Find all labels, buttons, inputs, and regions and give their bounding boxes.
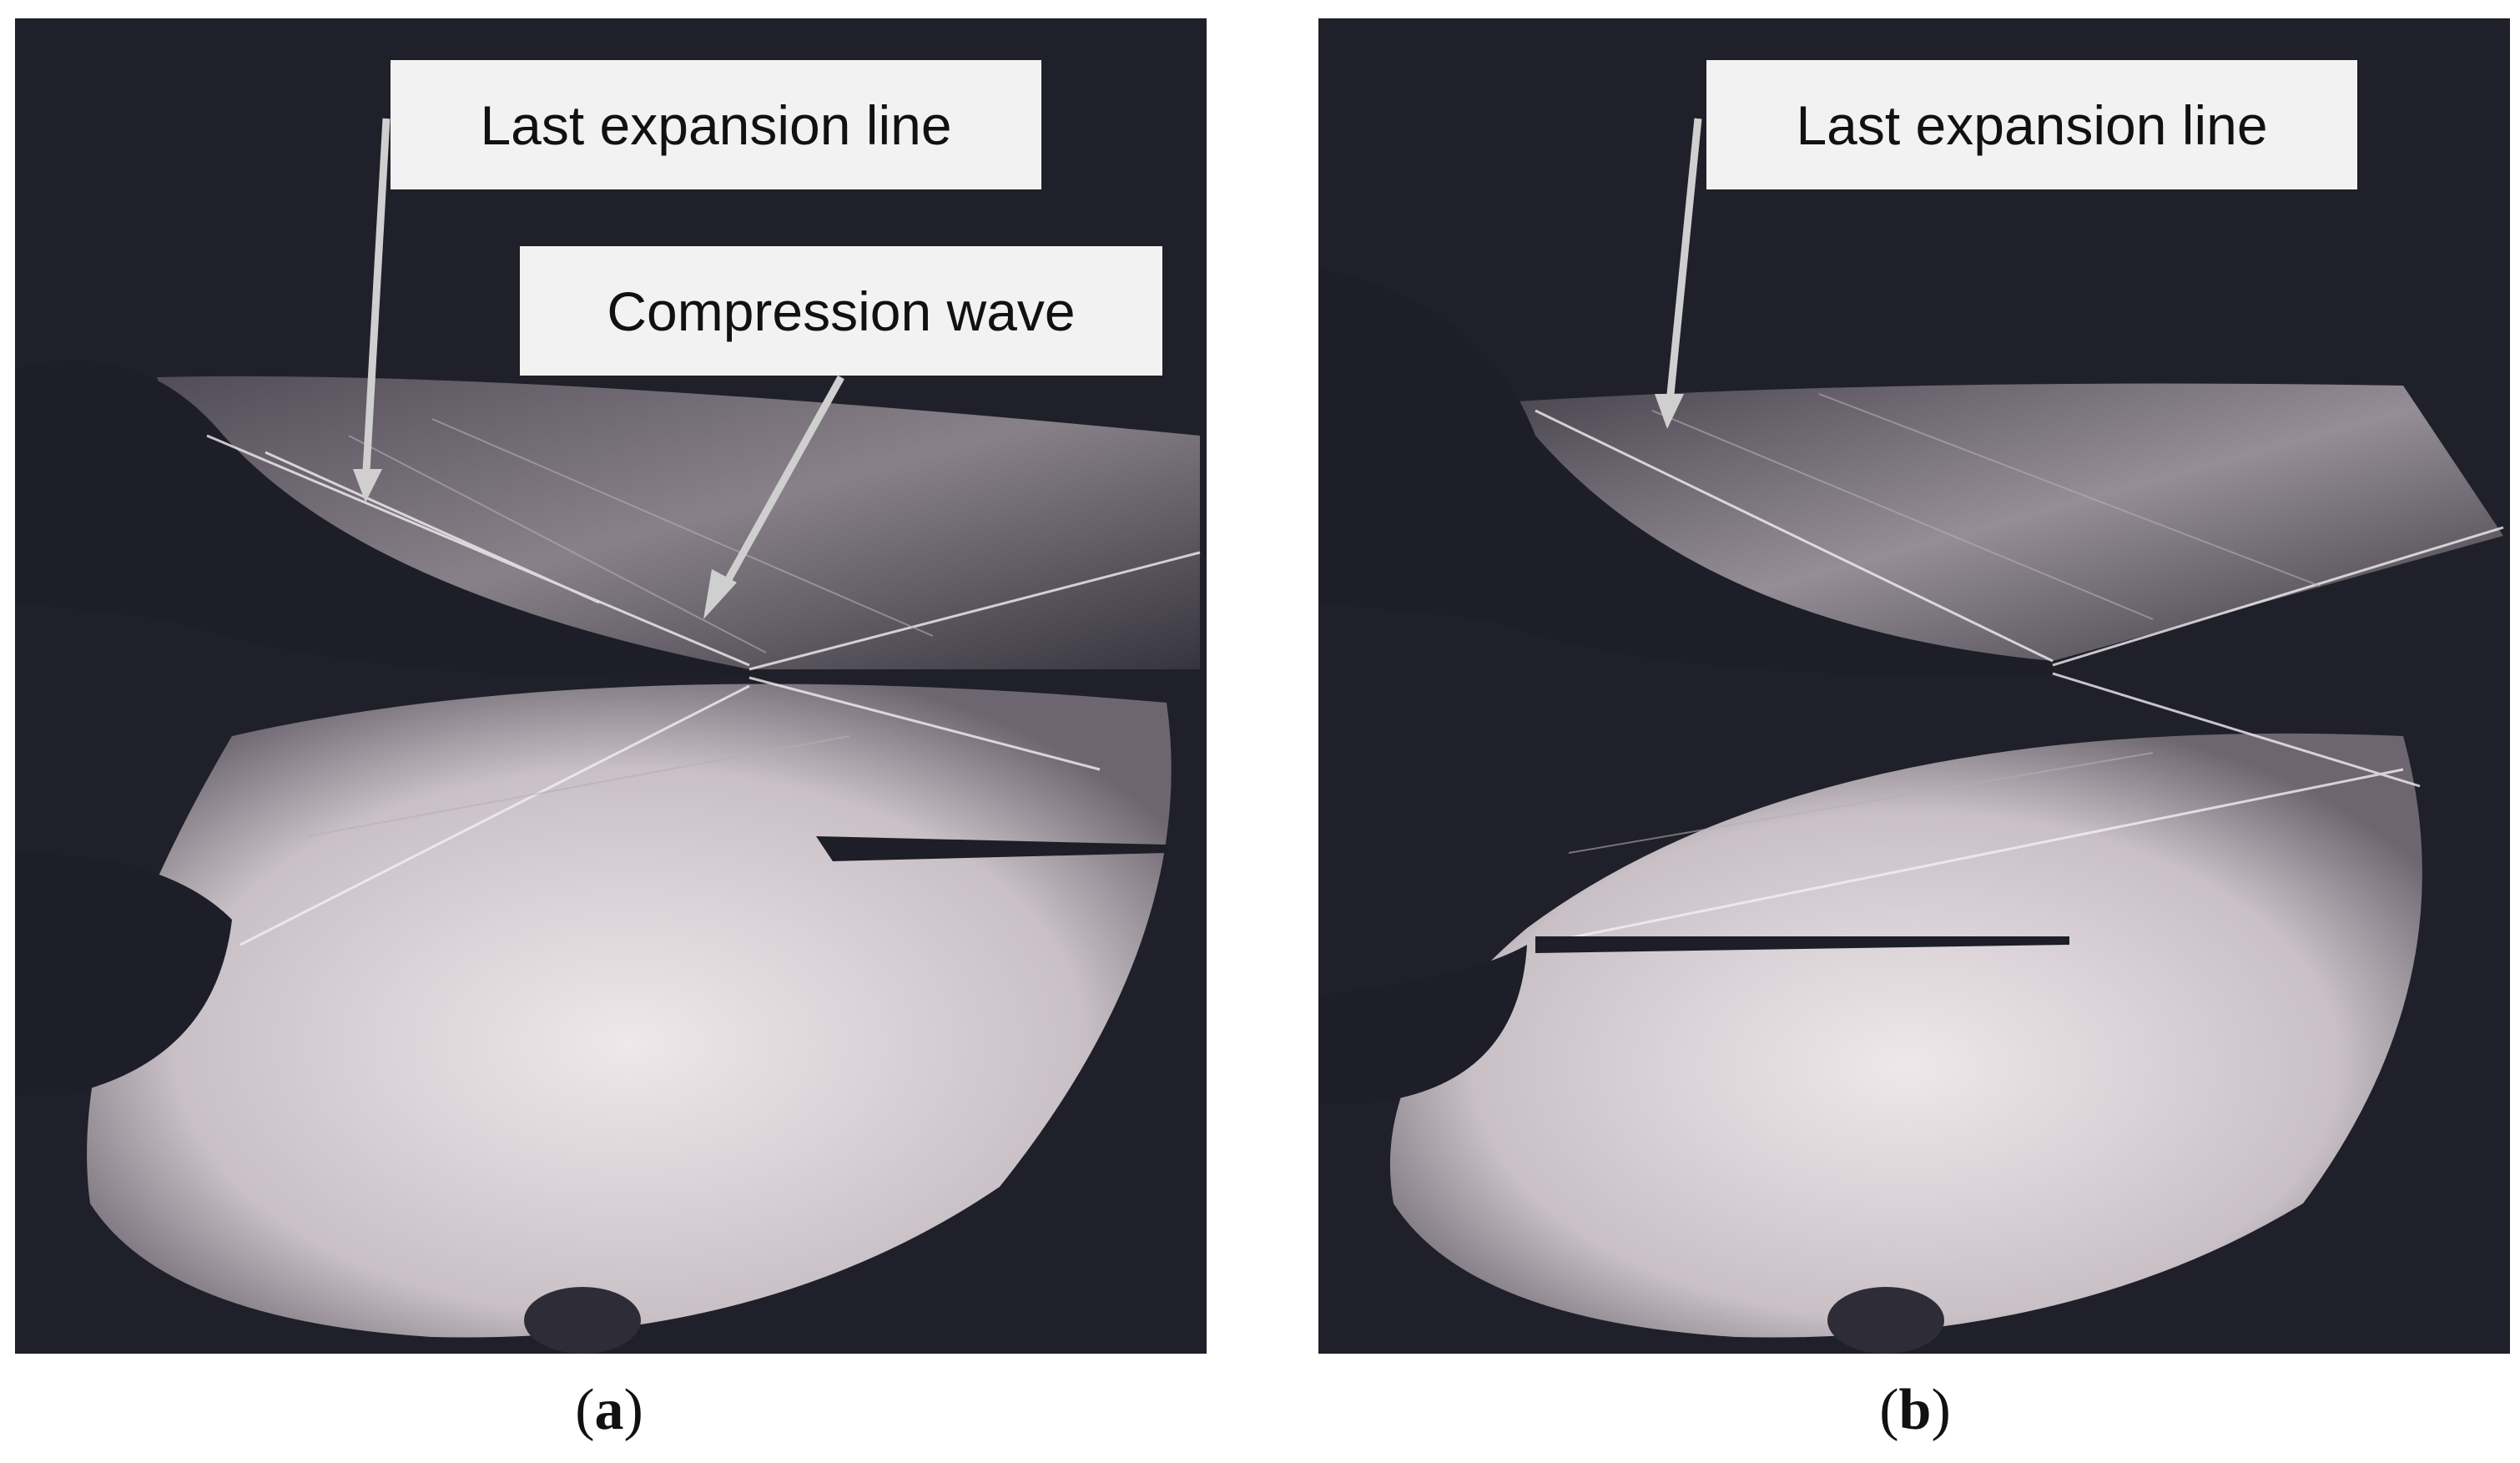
schlieren-photo-a xyxy=(15,18,1207,1354)
schlieren-image-a: Last expansion line Compression wave xyxy=(15,18,1207,1354)
callout-last-expansion-line-b: Last expansion line xyxy=(1706,60,2357,189)
arrow-last-expansion-b xyxy=(1665,118,1702,411)
callout-last-expansion-line-a: Last expansion line xyxy=(391,60,1041,189)
panel-label-a: (a) xyxy=(575,1378,643,1442)
arrow-compression-wave xyxy=(717,375,844,597)
panel-label-b: (b) xyxy=(1879,1378,1951,1442)
callout-compression-wave: Compression wave xyxy=(520,246,1162,376)
arrow-last-expansion-a xyxy=(361,118,391,487)
schlieren-image-b: Last expansion line xyxy=(1318,18,2510,1354)
schlieren-photo-b xyxy=(1318,18,2510,1354)
